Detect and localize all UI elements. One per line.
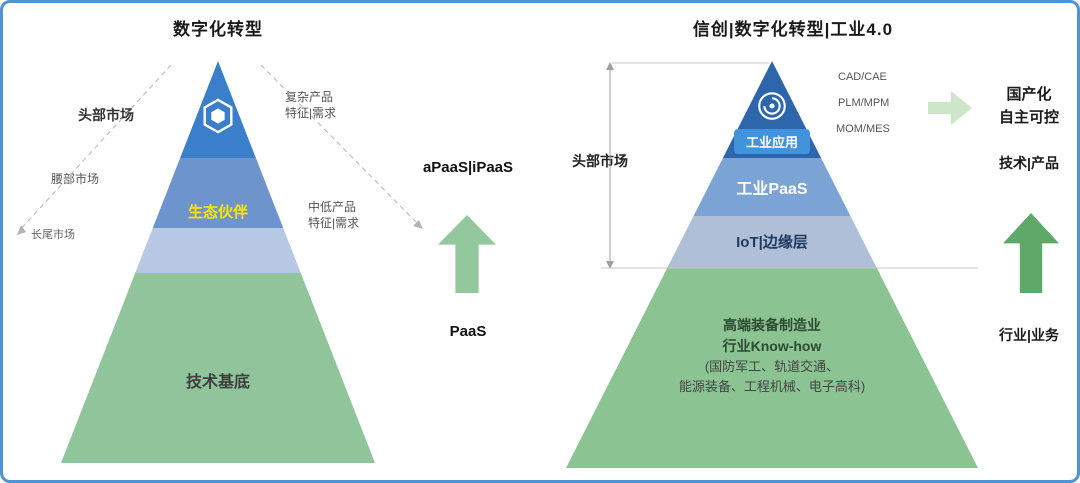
left-diagram-title: 数字化转型: [173, 20, 263, 39]
mom-mes-label: MOM/MES: [836, 123, 890, 135]
left-pyramid-layer-light: [61, 228, 375, 273]
base-line-2: 行业Know-how: [722, 338, 822, 354]
localization-label-2: 自主可控: [998, 109, 1059, 126]
industrial-paas-label: 工业PaaS: [736, 181, 808, 198]
base-line-3: (国防军工、轨道交通、: [704, 359, 840, 374]
industry-business-label: 行业|业务: [999, 327, 1059, 343]
up-arrow-icon: [438, 215, 496, 293]
plm-mpm-label: PLM/MPM: [838, 97, 890, 109]
partner-label: 生态伙伴: [187, 204, 248, 221]
note-mid-low-products: 中低产品 特征|需求: [308, 200, 360, 230]
hexagon-icon: [199, 97, 237, 135]
base-line-1: 高端装备制造业: [723, 317, 821, 333]
market-label-mid: 腰部市场: [51, 172, 100, 186]
industry-knowhow-block: 高端装备制造业 行业Know-how (国防军工、轨道交通、 能源装备、工程机械…: [622, 315, 922, 397]
market-label-top: 头部市场: [78, 107, 134, 123]
iot-edge-label: IoT|边缘层: [736, 234, 808, 251]
note-complex-products: 复杂产品 特征|需求: [285, 90, 337, 120]
up-arrow-dark-icon: [1003, 213, 1059, 293]
vortex-icon: [755, 89, 789, 123]
market-label-tail: 长尾市场: [31, 229, 75, 241]
right-diagram-title: 信创|数字化转型|工业4.0: [692, 20, 894, 39]
tech-base-label: 技术基底: [185, 374, 250, 391]
paas-label: PaaS: [449, 323, 487, 340]
localization-label-1: 国产化: [1006, 86, 1052, 103]
cad-cae-label: CAD/CAE: [838, 71, 887, 83]
apaas-ipaas-label: aPaaS|iPaaS: [422, 159, 514, 176]
base-line-4: 能源装备、工程机械、电子高科): [678, 379, 866, 394]
tech-product-label: 技术|产品: [999, 155, 1059, 171]
right-arrow-icon: [928, 91, 972, 125]
industrial-app-badge: 工业应用: [734, 129, 810, 154]
head-market-label: 头部市场: [569, 150, 631, 172]
